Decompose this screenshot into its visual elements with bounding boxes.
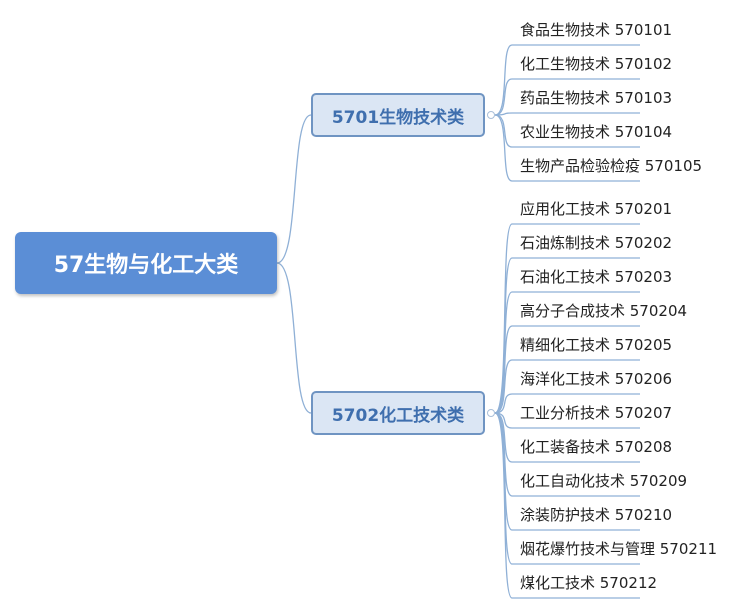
leaf-topic[interactable]: 化工自动化技术 570209 (520, 472, 688, 490)
leaf-connector (494, 393, 640, 414)
branch-topic-chemtech[interactable]: 5702化工技术类 (311, 391, 485, 435)
leaf-connector (494, 359, 640, 414)
leaf-topic[interactable]: 药品生物技术 570103 (520, 89, 673, 107)
leaf-connector (494, 44, 640, 116)
branch-topic-label: 5701生物技术类 (331, 107, 465, 128)
leaf-topic[interactable]: 海洋化工技术 570206 (520, 370, 673, 388)
collapse-icon[interactable] (487, 409, 495, 417)
branch-topic-label: 5702化工技术类 (331, 405, 465, 426)
leaf-topic[interactable]: 应用化工技术 570201 (520, 200, 673, 218)
leaf-connector (494, 412, 640, 599)
root-to-branch-connector (276, 114, 312, 264)
leaf-connector (494, 78, 640, 116)
leaf-topic[interactable]: 农业生物技术 570104 (520, 123, 673, 141)
leaf-topic[interactable]: 食品生物技术 570101 (520, 21, 673, 39)
leaf-topic[interactable]: 烟花爆竹技术与管理 570211 (520, 540, 718, 558)
root-topic[interactable]: 57生物与化工大类 (15, 232, 277, 294)
leaf-topic[interactable]: 生物产品检验检疫 570105 (520, 157, 703, 175)
leaf-topic[interactable]: 精细化工技术 570205 (520, 336, 673, 354)
leaf-topic[interactable]: 高分子合成技术 570204 (520, 302, 688, 320)
leaf-connector (494, 291, 640, 414)
collapse-icon[interactable] (487, 111, 495, 119)
leaf-topic[interactable]: 化工生物技术 570102 (520, 55, 673, 73)
leaf-connector (494, 325, 640, 414)
leaf-topic[interactable]: 石油炼制技术 570202 (520, 234, 673, 252)
leaf-topic[interactable]: 工业分析技术 570207 (520, 404, 673, 422)
leaf-topic[interactable]: 涂装防护技术 570210 (520, 506, 673, 524)
branch-topic-biotech[interactable]: 5701生物技术类 (311, 93, 485, 137)
leaf-connector (494, 412, 640, 463)
leaf-connector (494, 114, 640, 182)
leaf-connector (494, 412, 640, 429)
leaf-topic[interactable]: 煤化工技术 570212 (520, 574, 658, 592)
leaf-topic[interactable]: 石油化工技术 570203 (520, 268, 673, 286)
root-topic-label: 57生物与化工大类 (53, 253, 239, 278)
root-to-branch-connector (276, 262, 312, 414)
leaf-connector (494, 112, 640, 116)
leaf-topic[interactable]: 化工装备技术 570208 (520, 438, 673, 456)
